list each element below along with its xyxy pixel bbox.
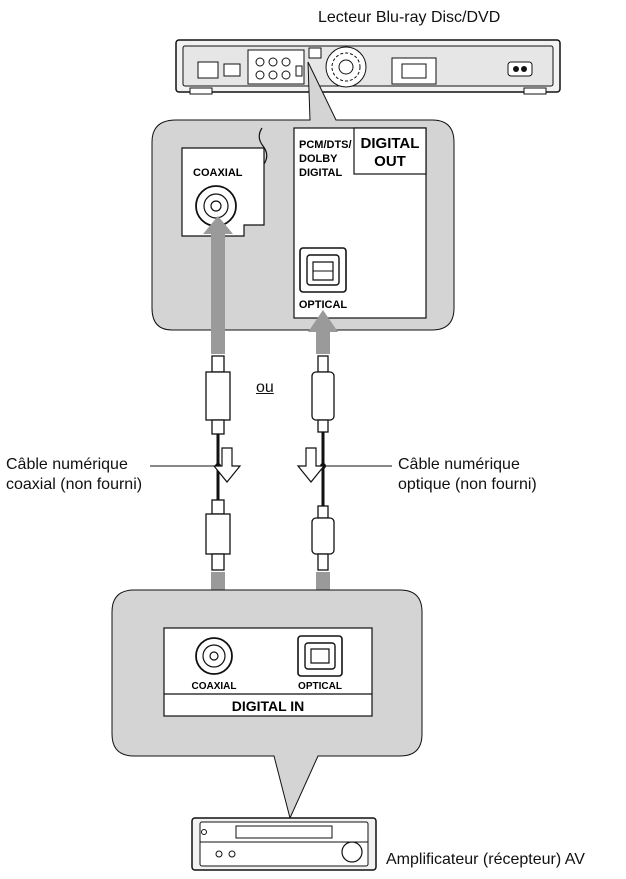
pcm-line1: PCM/DTS/: [299, 139, 352, 151]
coaxial-cable: [150, 355, 231, 571]
bluray-player: [175, 39, 561, 95]
or-label: ou: [256, 379, 274, 396]
coax-cable-label-line2: coaxial (non fourni): [6, 476, 143, 493]
digital-out-line2: OUT: [374, 153, 406, 170]
av-amplifier: [191, 817, 377, 871]
amp-coaxial-label: COAXIAL: [192, 681, 237, 692]
direction-arrows: [212, 447, 326, 483]
coax-cable-label-line1: Câble numérique: [6, 456, 128, 473]
player-coaxial-label: COAXIAL: [193, 167, 243, 179]
amp-optical-label: OPTICAL: [298, 681, 342, 692]
player-optical-label: OPTICAL: [299, 299, 348, 311]
pcm-line2: DOLBY: [299, 153, 338, 165]
player-title: Lecteur Blu-ray Disc/DVD: [318, 9, 501, 26]
optical-cable-label-line2: optique (non fourni): [398, 476, 537, 493]
amp-optical-jack: [304, 642, 336, 670]
amp-title: Amplificateur (récepteur) AV: [386, 851, 585, 868]
pcm-line3: DIGITAL: [299, 167, 342, 179]
optical-cable: [311, 355, 392, 571]
amp-digital-in-label: DIGITAL IN: [232, 698, 305, 714]
optical-cable-label-line1: Câble numérique: [398, 456, 520, 473]
digital-out-line1: DIGITAL: [361, 135, 420, 152]
